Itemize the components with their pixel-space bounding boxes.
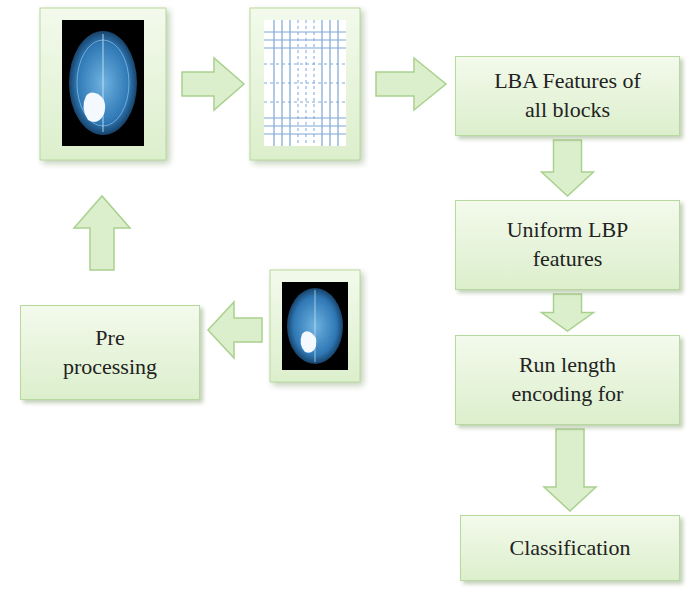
flow-arrow	[542, 294, 594, 331]
box-label: Classification	[510, 534, 631, 563]
mri-image-frame	[40, 8, 166, 160]
process-box: Run length encoding for	[455, 335, 680, 425]
process-box: Pre processing	[20, 305, 200, 400]
process-box: Uniform LBP features	[455, 200, 680, 290]
box-label: Uniform LBP features	[483, 216, 653, 273]
flow-arrow	[542, 140, 594, 196]
box-label: LBA Features of all blocks	[485, 67, 650, 124]
input-image-frame	[270, 270, 360, 382]
block-grid-frame	[250, 8, 360, 160]
box-label: Run length encoding for	[493, 351, 643, 408]
process-box: Classification	[460, 515, 680, 581]
process-box: LBA Features of all blocks	[455, 56, 680, 136]
box-label: Pre processing	[55, 324, 165, 381]
flow-arrow	[544, 429, 596, 511]
